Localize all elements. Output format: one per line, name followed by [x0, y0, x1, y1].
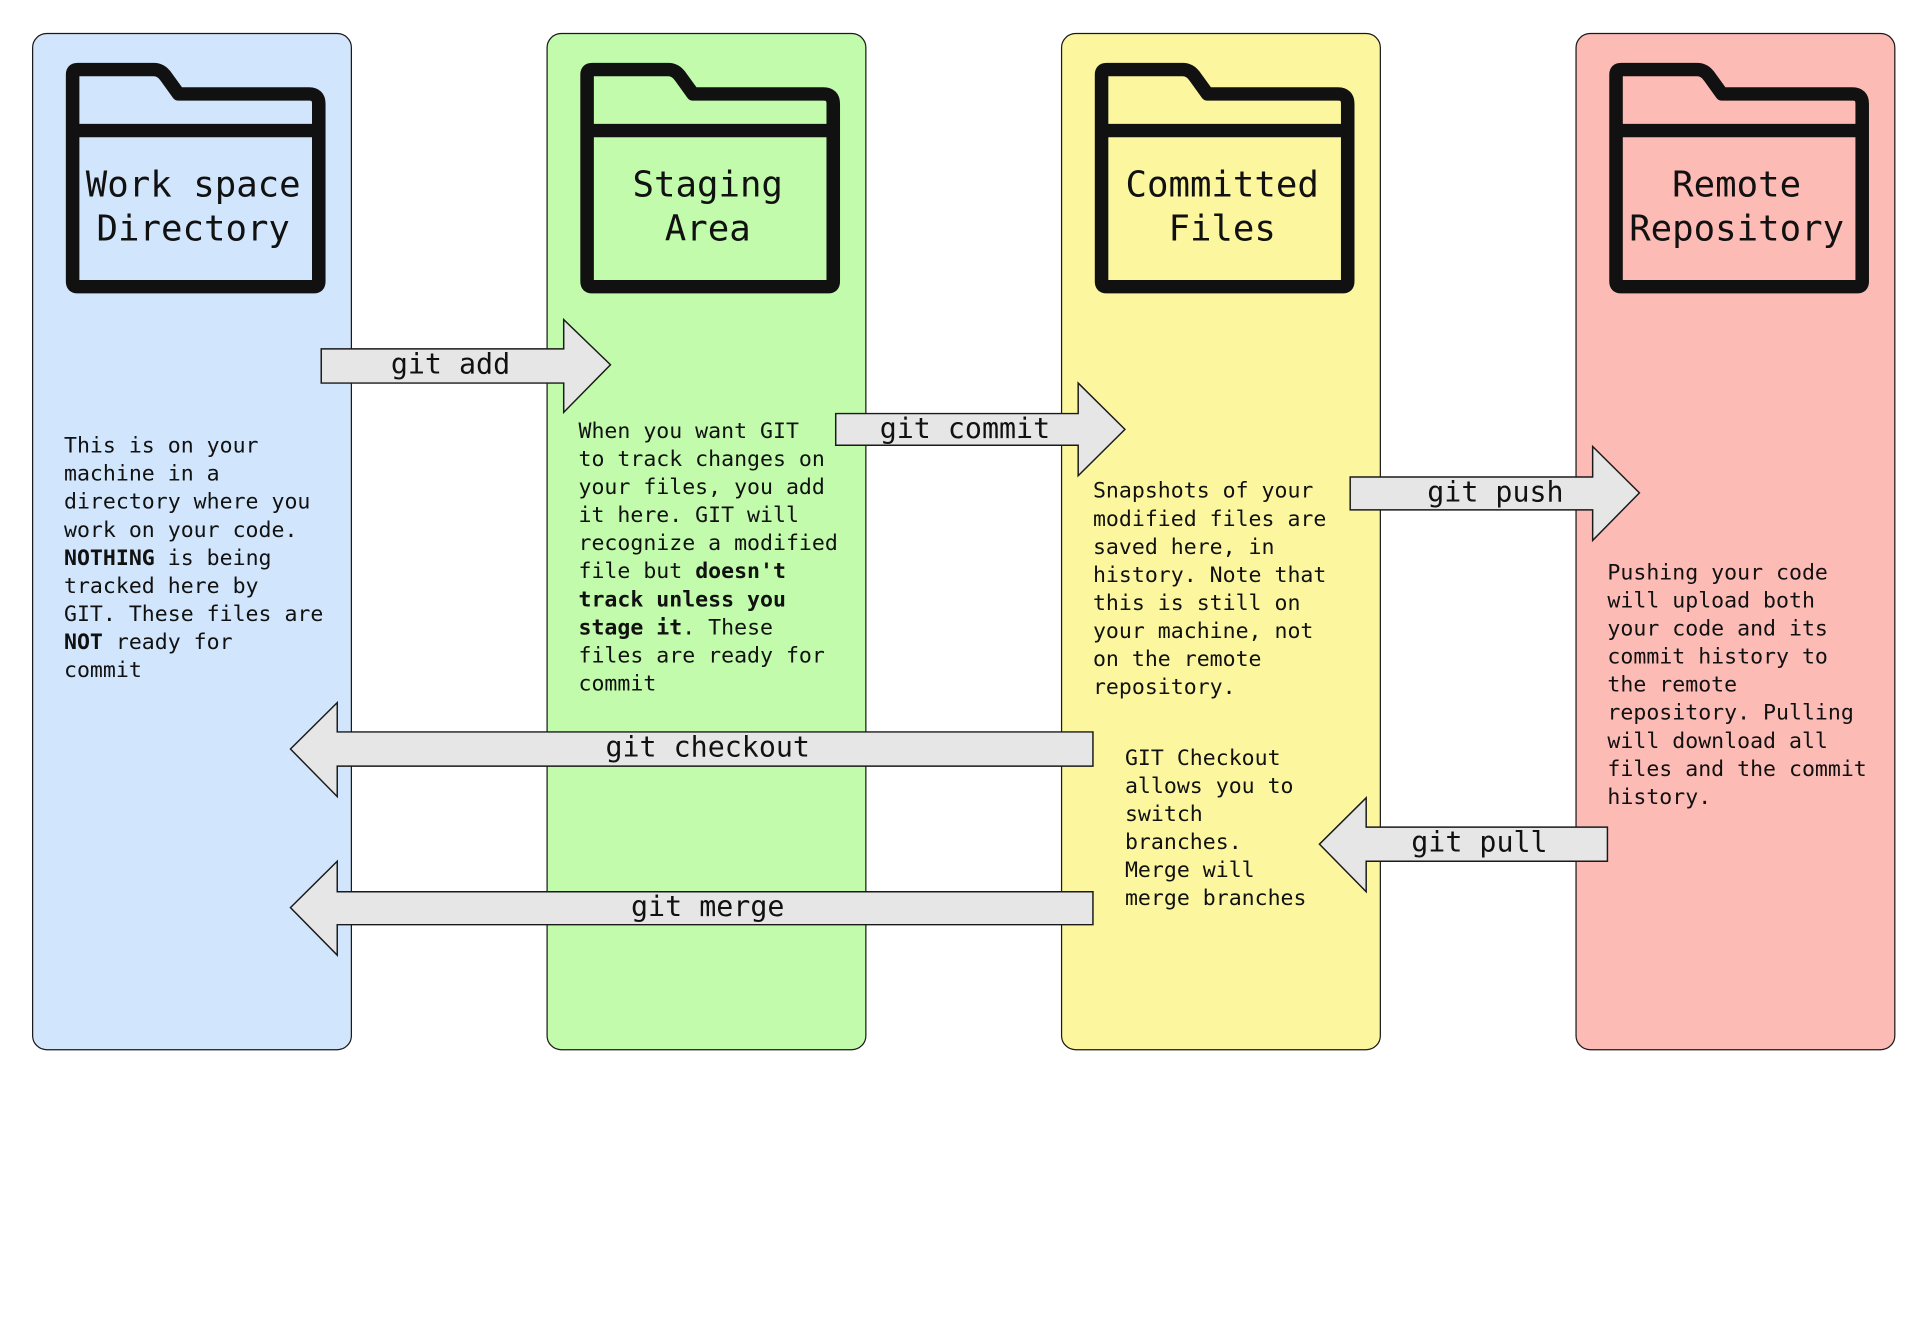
description-text: When you want GIT to track changes on yo…	[578, 419, 838, 585]
git-pull-arrow	[1318, 796, 1609, 894]
workspace-description: This is on your machine in a directory w…	[64, 433, 341, 686]
remote-description: Pushing your code will upload both your …	[1607, 560, 1890, 813]
committed-description: Snapshots of your modified files are sav…	[1093, 478, 1370, 702]
git-add-arrow	[320, 317, 612, 415]
git-pull-label: git pull	[1411, 827, 1548, 859]
git-add-label: git add	[390, 348, 511, 381]
checkout-merge-note: GIT Checkout allows you to switch branch…	[1125, 745, 1353, 913]
emphasis-text: NOTHING	[64, 546, 155, 571]
git-push-arrow	[1349, 444, 1641, 543]
workspace-title: Work space Directory	[85, 163, 301, 249]
staging-title: Staging Area	[632, 163, 783, 249]
remote-title: Remote Repository	[1629, 163, 1845, 249]
staging-description: When you want GIT to track changes on yo…	[578, 418, 861, 699]
git-checkout-label: git checkout	[605, 731, 810, 764]
arrows-layer	[289, 317, 1641, 957]
description-text: . These files are ready for commit	[578, 616, 825, 697]
git-commit-label: git commit	[879, 413, 1051, 446]
emphasis-text: doesn't track unless you stage it	[578, 559, 786, 641]
description-text: ready for commit	[64, 630, 233, 684]
checkout-note-text: GIT Checkout allows you to switch branch…	[1124, 746, 1307, 912]
description-text: Pushing your code will upload both your …	[1607, 561, 1867, 811]
git-push-label: git push	[1427, 476, 1564, 509]
description-text: is being tracked here by GIT. These file…	[64, 546, 324, 628]
git-merge-label: git merge	[631, 891, 785, 924]
git-commit-arrow	[834, 381, 1126, 478]
emphasis-text: NOT	[64, 630, 103, 656]
git-checkout-arrow	[289, 700, 1094, 799]
committed-title: Committed Files	[1125, 163, 1319, 249]
description-text: Snapshots of your modified files are sav…	[1092, 479, 1327, 701]
description-text: This is on your machine in a directory w…	[64, 434, 311, 543]
git-merge-arrow	[289, 859, 1094, 957]
